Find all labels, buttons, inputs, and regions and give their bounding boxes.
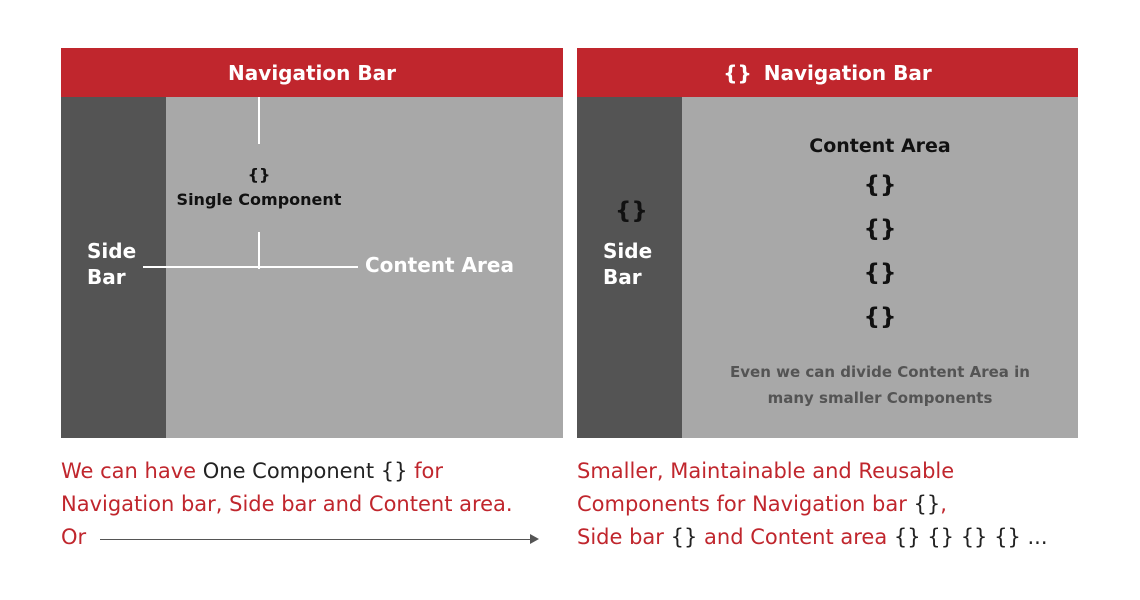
side-bar-label: Side Bar bbox=[603, 239, 653, 289]
content-area-note: Even we can divide Content Area in many … bbox=[730, 363, 1030, 407]
arrow-head-icon bbox=[530, 534, 539, 544]
content-area bbox=[682, 97, 1078, 438]
braces-icon: {} bbox=[615, 198, 648, 224]
connector-bottom-line bbox=[258, 232, 260, 269]
braces-icon: {} bbox=[863, 216, 897, 242]
braces-icon: {} bbox=[863, 260, 897, 286]
braces-icon: {} bbox=[723, 60, 752, 85]
content-components: Content Area {} {} {} {} bbox=[682, 135, 1078, 339]
side-bar bbox=[577, 97, 682, 438]
caption-line: Or bbox=[61, 525, 87, 549]
left-caption: We can have One Component {} for Navigat… bbox=[61, 455, 513, 554]
caption-line: Components for Navigation bar {}, bbox=[577, 492, 947, 516]
caption-line: Navigation bar, Side bar and Content are… bbox=[61, 492, 513, 516]
single-component-label: {} Single Component bbox=[173, 162, 345, 212]
content-area-label: Content Area bbox=[365, 253, 514, 277]
right-caption: Smaller, Maintainable and Reusable Compo… bbox=[577, 455, 1048, 554]
caption-line: Smaller, Maintainable and Reusable bbox=[577, 459, 955, 483]
navbar-label: Navigation Bar bbox=[763, 60, 932, 85]
braces-icon: {} bbox=[863, 172, 897, 198]
single-component-diagram: Navigation Bar Side Bar {} Single Compon… bbox=[61, 48, 563, 438]
navigation-bar: Navigation Bar bbox=[61, 48, 563, 97]
caption-line: Side bar {} and Content area {} {} {} {}… bbox=[577, 525, 1048, 549]
side-bar-label: Side Bar bbox=[87, 239, 137, 289]
navigation-bar: {} Navigation Bar bbox=[577, 48, 1078, 97]
connector-top-line bbox=[258, 97, 260, 144]
navbar-label: Navigation Bar bbox=[228, 60, 396, 85]
arrow-line bbox=[100, 539, 532, 540]
caption-line: We can have One Component {} for bbox=[61, 459, 444, 483]
multi-component-diagram: {} Navigation Bar {} Side Bar Content Ar… bbox=[577, 48, 1078, 438]
content-area-title: Content Area bbox=[809, 135, 951, 157]
connector-horizontal-line bbox=[143, 266, 358, 268]
braces-icon: {} bbox=[247, 165, 271, 184]
braces-icon: {} bbox=[863, 304, 897, 330]
